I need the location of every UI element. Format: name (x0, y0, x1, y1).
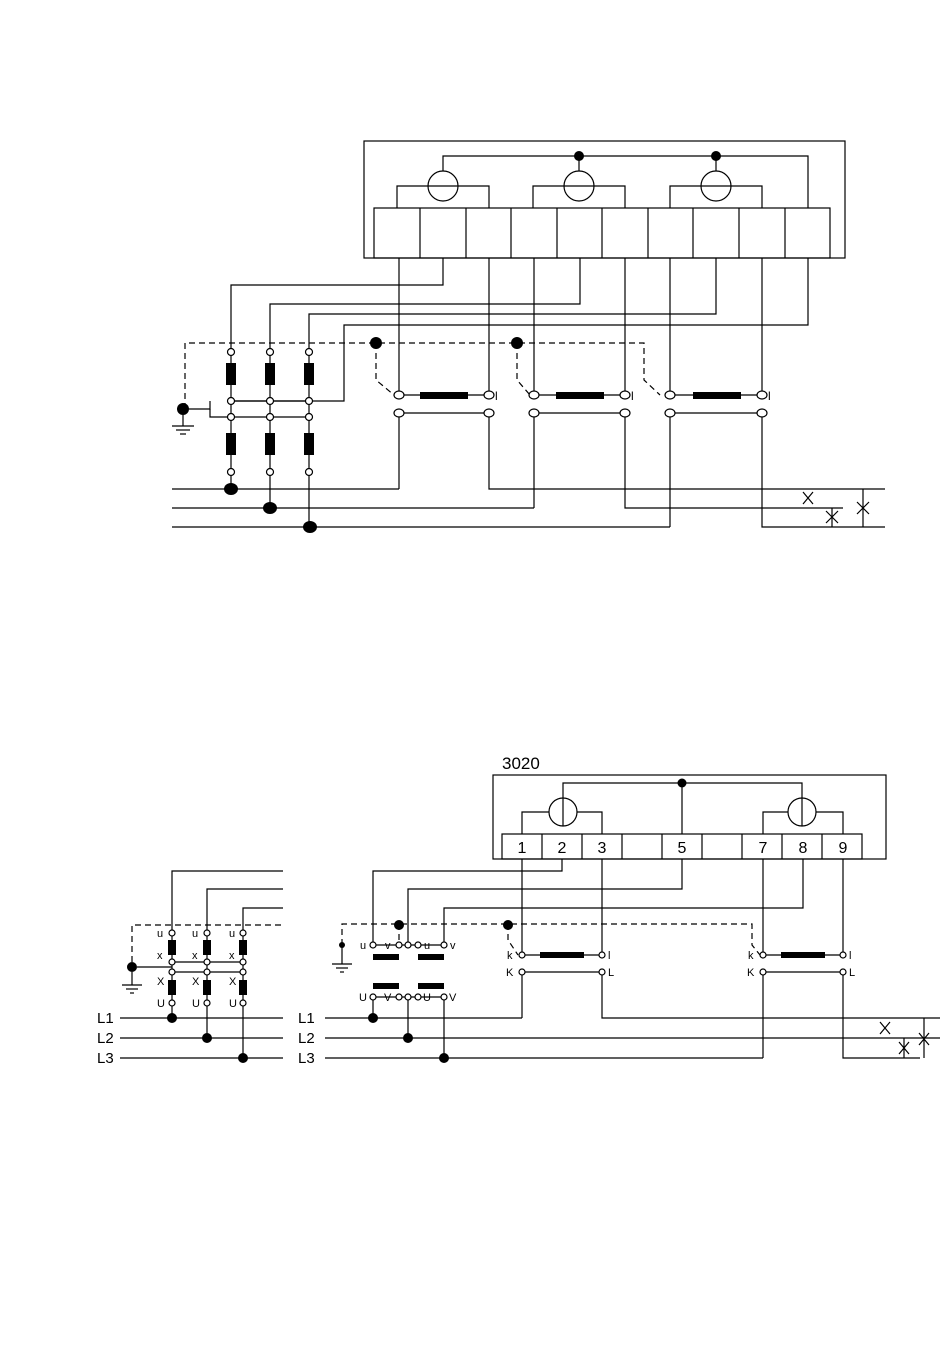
terminal-label: 2 (558, 840, 567, 857)
vt-terminal-label: v (385, 940, 391, 952)
vt-terminal-label: x (192, 950, 198, 962)
top-voltage-wires (231, 258, 808, 401)
terminal-label: 5 (678, 840, 687, 857)
ct-terminal-label: K (747, 967, 755, 979)
vt-terminal-label: x (229, 950, 235, 962)
bottom-measuring-elements (522, 779, 843, 835)
line-label: L3 (97, 1050, 114, 1067)
line-label: L1 (298, 1010, 315, 1027)
line-label: L3 (298, 1050, 315, 1067)
top-voltage-transformers (226, 349, 314, 476)
svg-text:l: l (768, 389, 771, 403)
vt-terminal-label: x (157, 950, 163, 962)
vt-terminal-label: X (192, 976, 200, 988)
vt-terminal-label: U (229, 998, 237, 1010)
svg-text:l: l (631, 389, 634, 403)
bottom-left-star-vts: u u u x x x X X X U U U (122, 871, 283, 1058)
vt-terminal-label: u (229, 928, 235, 940)
bottom-voltage-wires (373, 859, 843, 955)
ct-terminal-label: k (748, 950, 754, 962)
vt-terminal-label: V (449, 992, 457, 1004)
vt-terminal-label: u (424, 940, 430, 952)
terminal-label: 3 (598, 840, 607, 857)
top-measuring-elements (397, 151, 808, 208)
top-current-transformers: l l l (394, 389, 771, 417)
line-label: L2 (97, 1030, 114, 1047)
line-label: L1 (97, 1010, 114, 1027)
vt-terminal-label: X (229, 976, 237, 988)
vt-terminal-label: v (450, 940, 456, 952)
terminal-label: 9 (839, 840, 848, 857)
top-wiring-diagram: l l l (172, 141, 885, 533)
vt-terminal-label: U (359, 992, 367, 1004)
top-terminal-dividers (420, 208, 785, 258)
vt-terminal-label: u (157, 928, 163, 940)
ct-terminal-label: K (506, 967, 514, 979)
bottom-left-line-labels: L1 L2 L3 (97, 1010, 114, 1067)
top-main-lines (172, 417, 885, 527)
ct-terminal-label: k (507, 950, 513, 962)
svg-text:l: l (495, 389, 498, 403)
bottom-current-transformers: k l K L k l K L (506, 950, 855, 979)
ct-terminal-label: l (608, 950, 610, 962)
terminal-label: 1 (518, 840, 527, 857)
bottom-wiring-diagram: 3020 1 2 3 5 7 8 9 (97, 754, 940, 1067)
terminal-label: 8 (799, 840, 808, 857)
vt-terminal-label: u (192, 928, 198, 940)
vt-terminal-label: X (157, 976, 165, 988)
vt-terminal-label: U (423, 992, 431, 1004)
vt-terminal-label: V (384, 992, 392, 1004)
bottom-right-lines (325, 975, 940, 1063)
ct-terminal-label: l (849, 950, 851, 962)
line-label: L2 (298, 1030, 315, 1047)
bottom-terminal-numbers: 1 2 3 5 7 8 9 (518, 840, 848, 857)
ct-terminal-label: L (849, 967, 855, 979)
vt-terminal-label: U (192, 998, 200, 1010)
bottom-meter-housing (493, 775, 886, 859)
vt-terminal-label: U (157, 998, 165, 1010)
terminal-label: 7 (759, 840, 768, 857)
bottom-left-lines (120, 1013, 283, 1063)
top-earth-dashed (172, 337, 660, 434)
meter-model-label: 3020 (502, 754, 540, 773)
bottom-right-line-labels: L1 L2 L3 (298, 1010, 315, 1067)
vt-terminal-label: u (360, 940, 366, 952)
ct-terminal-label: L (608, 967, 614, 979)
